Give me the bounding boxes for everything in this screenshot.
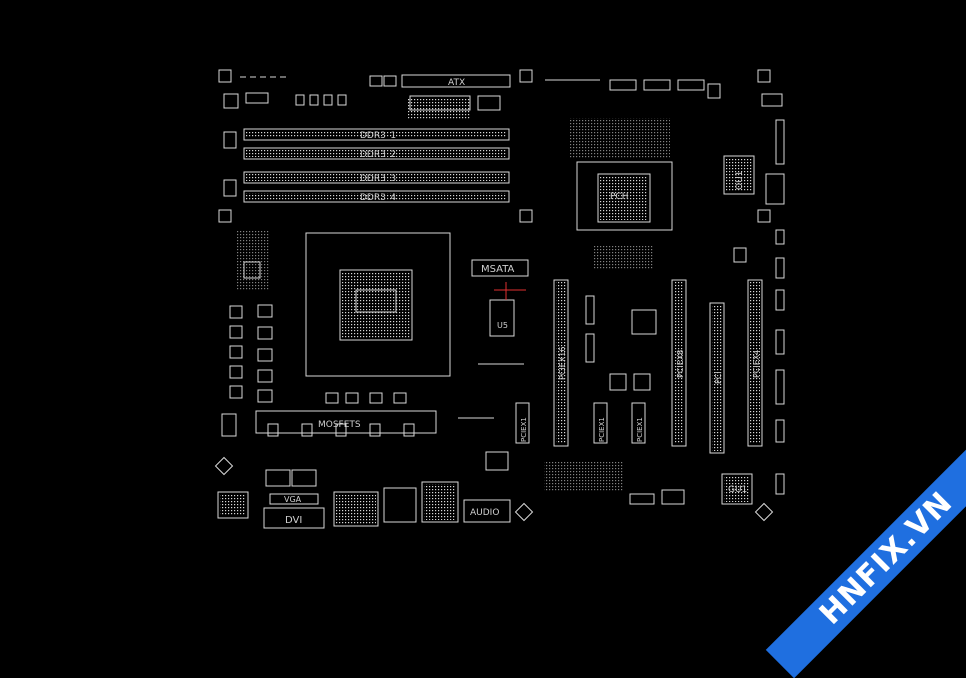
label-ddr3-2: DDR3_2	[360, 150, 396, 160]
pciex1-slot-3	[631, 402, 646, 444]
pci-slot	[709, 302, 725, 454]
mount-hole-mc	[519, 209, 533, 223]
label-u5: U5	[497, 321, 508, 330]
ddr3-slot-2	[243, 147, 510, 160]
gu1-chip	[721, 473, 753, 505]
io-port-2	[383, 487, 417, 523]
mount-hole-tr	[757, 69, 771, 83]
label-msata: MSATA	[481, 264, 515, 275]
io-port-3	[421, 481, 459, 523]
label-pciex1-1: PCIEX1	[520, 417, 528, 442]
dvi-connector	[263, 507, 325, 529]
pciex1-slot-1	[515, 402, 530, 444]
label-pciex16: PCIEX16	[558, 347, 567, 380]
label-pciex8: PCIEX8	[676, 350, 685, 378]
ddr3-slot-4	[243, 190, 510, 203]
label-dvi: DVI	[285, 515, 302, 526]
ddr3-slot-3	[243, 171, 510, 184]
msata-connector	[471, 259, 529, 277]
io-ps2	[217, 491, 249, 519]
label-audio: AUDIO	[470, 508, 499, 518]
motherboard-boardview: ATX DDR3_1 DDR3_2 DDR3_3 DDR3_4 MSATA PC…	[214, 69, 785, 529]
label-pciex4: PCIEX4	[752, 350, 761, 378]
label-pci: PCI	[714, 371, 723, 384]
label-ddr3-1: DDR3_1	[360, 131, 396, 141]
label-ou1: OU1	[735, 171, 745, 190]
pciex16-slot	[553, 279, 569, 447]
pciex1-slot-2	[593, 402, 608, 444]
mount-hole-tl	[218, 69, 232, 83]
vga-connector	[269, 493, 319, 505]
pad-clusters	[220, 98, 760, 524]
label-atx: ATX	[448, 78, 465, 88]
mount-hole-ml	[218, 209, 232, 223]
label-mosfets: MOSFETS	[318, 420, 361, 430]
label-pciex1-3: PCIEX1	[636, 417, 644, 442]
pch-chip-area	[576, 161, 673, 231]
cpu-socket	[305, 232, 451, 377]
label-pciex1-2: PCIEX1	[598, 417, 606, 442]
pciex4-slot	[747, 279, 763, 447]
mount-hole-mr	[757, 209, 771, 223]
label-vga: VGA	[284, 495, 302, 504]
label-ddr3-3: DDR3_3	[360, 174, 396, 184]
io-port-1	[333, 491, 379, 527]
ddr3-slot-1	[243, 128, 510, 141]
label-pch: PCH	[610, 192, 628, 202]
atx-connector	[401, 74, 511, 88]
pciex8-slot	[671, 279, 687, 447]
label-ddr3-4: DDR3_4	[360, 193, 396, 203]
label-gu1: GU1	[728, 485, 747, 495]
ou1-chip	[723, 155, 755, 195]
audio-connector	[463, 499, 511, 523]
mount-hole-tc	[519, 69, 533, 83]
